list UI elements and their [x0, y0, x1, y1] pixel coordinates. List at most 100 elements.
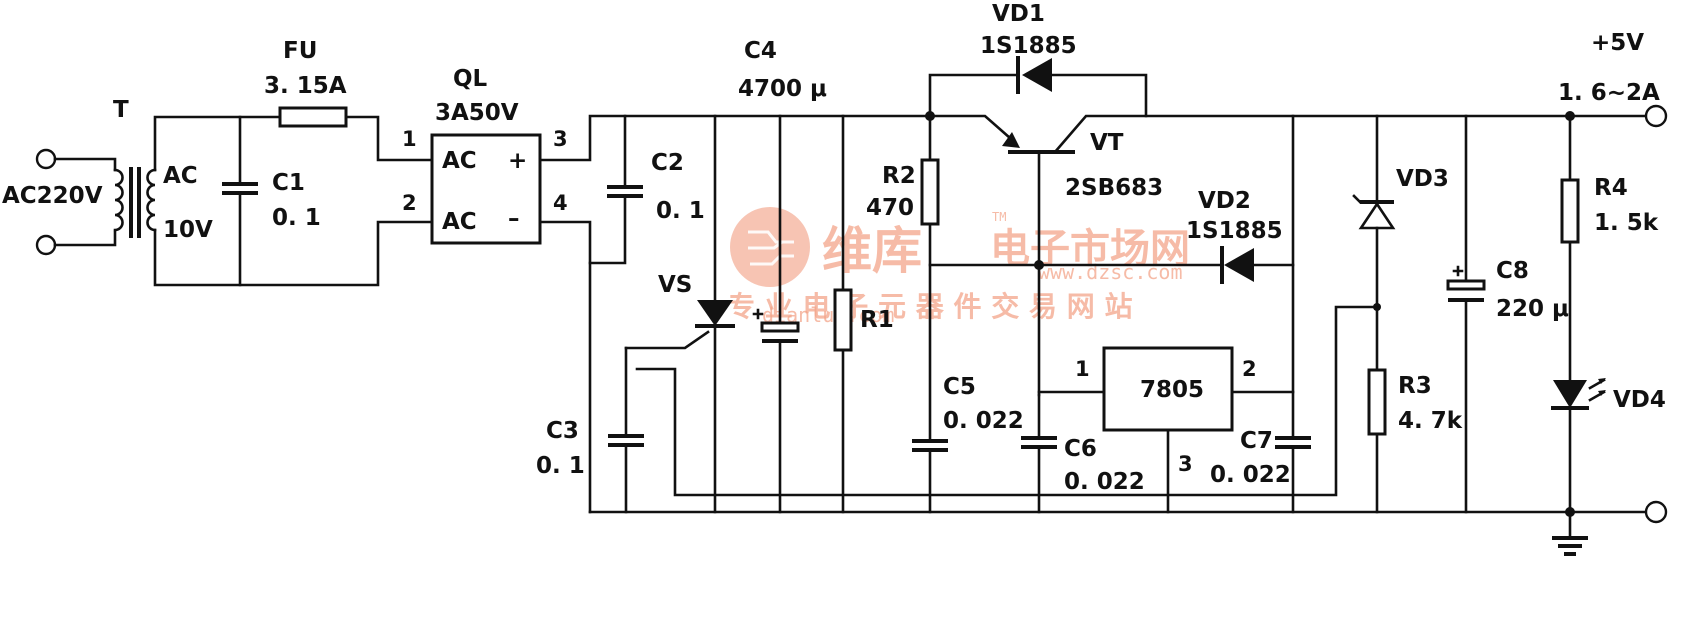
- vd2-label: VD2: [1198, 188, 1251, 214]
- vd4-led-icon: [1553, 380, 1587, 408]
- bridge-pin4: 4: [553, 191, 568, 215]
- watermark-brand: 维库: [822, 222, 922, 280]
- watermark-tm: TM: [992, 210, 1006, 224]
- r2-label: R2: [882, 163, 916, 189]
- r1-resistor: [833, 288, 853, 352]
- input-voltage-label: AC220V: [2, 183, 103, 209]
- vd1-diode-icon: [1022, 58, 1052, 92]
- c3-value: 0. 1: [536, 453, 585, 479]
- input-terminal-bottom: [35, 234, 57, 256]
- c2-value: 0. 1: [656, 198, 705, 224]
- scr-vs-label: VS: [658, 272, 692, 298]
- regulator-label: 7805: [1140, 377, 1204, 403]
- r2-resistor: [920, 158, 940, 226]
- output-terminal-ground: [1644, 500, 1668, 524]
- bridge-ac2: AC: [442, 209, 477, 235]
- bridge-minus: –: [508, 206, 520, 232]
- bridge-rectifier-box: [430, 133, 542, 245]
- c5-label: C5: [943, 374, 976, 400]
- output-section: +5V 1. 6~2A: [588, 30, 1668, 556]
- vd2-group: VD2 1S1885: [1037, 188, 1295, 284]
- secondary-section: C1 0. 1 FU 3. 15A: [153, 38, 434, 287]
- r1-label: R1: [860, 307, 894, 333]
- fuse: [278, 106, 348, 128]
- c2-capacitor-group: C2 0. 1: [588, 114, 705, 265]
- c6-value: 0. 022: [1064, 469, 1145, 495]
- c7-value: 0. 022: [1210, 462, 1291, 488]
- r4-vd4-group: R4 1. 5k VD4: [1551, 114, 1666, 514]
- vt-transistor-group: VT 2SB683: [928, 114, 1648, 397]
- bridge-value: 3A50V: [435, 100, 519, 126]
- c4-value: 4700 μ: [738, 76, 827, 102]
- fuse-value: 3. 15A: [264, 73, 347, 99]
- c8-value: 220 μ: [1496, 296, 1569, 322]
- r4-value: 1. 5k: [1594, 210, 1659, 236]
- output-current-label: 1. 6~2A: [1558, 80, 1660, 106]
- bridge-rectifier: AC AC + – QL 3A50V 1 2 3 4: [402, 66, 932, 514]
- transformer-primary-coil: [113, 168, 124, 232]
- c2-label: C2: [651, 150, 684, 176]
- c4-capacitor: [760, 321, 800, 333]
- regulator-pin1: 1: [1075, 357, 1090, 381]
- secondary-ac-label: AC: [163, 163, 198, 189]
- bridge-label: QL: [453, 66, 488, 92]
- r3-value: 4. 7k: [1398, 408, 1463, 434]
- watermark-url: www.dzsc.com: [1038, 260, 1183, 284]
- c8-capacitor: [1446, 279, 1486, 291]
- r4-label: R4: [1594, 175, 1628, 201]
- vt-label: VT: [1090, 130, 1124, 156]
- r4-resistor: [1560, 178, 1580, 244]
- scr-vs-icon: [697, 300, 733, 326]
- secondary-voltage-label: 10V: [163, 217, 213, 243]
- bridge-ac1: AC: [442, 148, 477, 174]
- r3-label: R3: [1398, 373, 1432, 399]
- regulator-pin3: 3: [1178, 452, 1193, 476]
- output-voltage-label: +5V: [1591, 30, 1644, 56]
- ground-icon: [1552, 536, 1588, 556]
- vt-transistor-icon: [1002, 132, 1020, 148]
- c4-label: C4: [744, 38, 777, 64]
- vd1-value: 1S1885: [980, 33, 1077, 59]
- fuse-label: FU: [283, 38, 317, 64]
- bridge-plus: +: [508, 148, 527, 174]
- c8-capacitor-group: C8 220 μ: [1446, 114, 1569, 514]
- c7-label: C7: [1240, 428, 1273, 454]
- bridge-pin2: 2: [402, 191, 417, 215]
- c6-capacitor: [1021, 436, 1057, 449]
- r3-resistor: [1367, 368, 1387, 436]
- regulator-group: 7805 1 2 3 C6 0. 022 C7 0. 022: [1021, 114, 1311, 514]
- vd4-label: VD4: [1613, 387, 1666, 413]
- c1-capacitor: [222, 182, 258, 195]
- transformer-secondary-coil: [146, 168, 157, 232]
- vd3-label: VD3: [1396, 166, 1449, 192]
- output-terminal-positive: [1644, 104, 1668, 128]
- vd3-zener-icon: [1358, 201, 1396, 230]
- c2-capacitor: [607, 185, 643, 198]
- c5-value: 0. 022: [943, 408, 1024, 434]
- input-terminal-top: [35, 148, 57, 170]
- watermark: 维库 电子市场网 TM www.dzsc.com 专 业 电 子 元 器 件 交…: [727, 207, 1190, 327]
- r2-value: 470: [866, 195, 914, 221]
- r1-resistor-group: R1: [833, 114, 894, 514]
- vd2-value: 1S1885: [1186, 218, 1283, 244]
- vd2-diode-icon: [1224, 248, 1254, 282]
- c3-scr-group: C3 0. 1 VS: [536, 114, 1379, 514]
- bridge-pin1: 1: [402, 127, 417, 151]
- vd1-group: VD1 1S1885: [928, 1, 1148, 118]
- regulator-pin2: 2: [1242, 357, 1257, 381]
- transformer-label: T: [113, 97, 129, 123]
- c3-label: C3: [546, 418, 579, 444]
- c8-label: C8: [1496, 258, 1529, 284]
- c4-capacitor-group: C4 4700 μ: [738, 38, 827, 514]
- input-section: T AC220V AC 10V: [2, 97, 213, 256]
- c1-value: 0. 1: [272, 205, 321, 231]
- c7-capacitor: [1275, 436, 1311, 449]
- c5-capacitor: [912, 439, 948, 452]
- vt-value: 2SB683: [1065, 175, 1163, 201]
- c6-label: C6: [1064, 436, 1097, 462]
- c3-capacitor: [608, 434, 644, 447]
- r2-c5-group: R2 470 C5 0. 022: [866, 111, 1041, 514]
- vd1-label: VD1: [992, 1, 1045, 27]
- vd3-r3-group: VD3 R3 4. 7k: [1352, 114, 1463, 514]
